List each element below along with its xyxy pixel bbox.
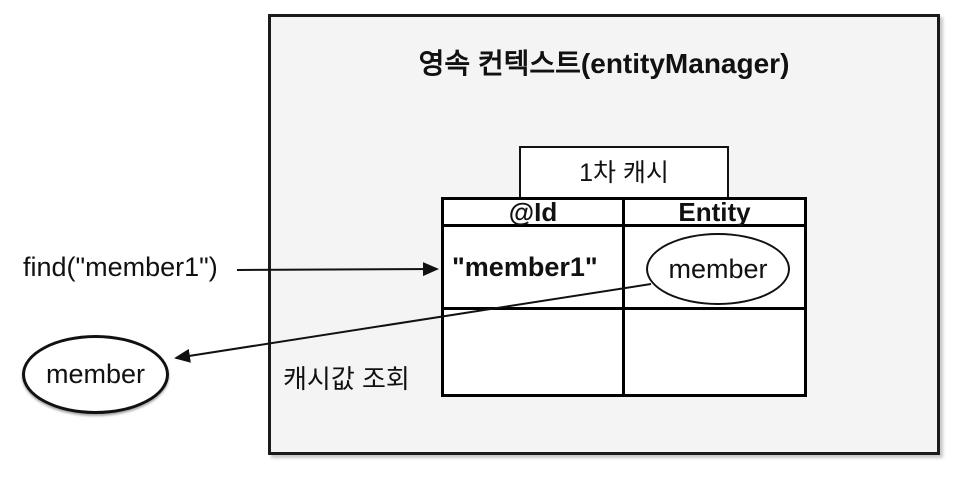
table-cell-id-row2 [444,310,625,394]
table-cell-entity-row2 [625,310,804,394]
first-level-cache-box: 1차 캐시 [519,146,729,202]
entity-ellipse: member [646,233,790,305]
find-call-label: find("member1") [23,252,218,282]
table-header-id: @Id [444,197,625,227]
first-level-cache-label: 1차 캐시 [579,159,669,187]
table-cell-id-row1: "member1" [444,227,625,310]
table-cell-entity-row1 [625,227,804,310]
entity-ellipse-label: member [668,253,768,284]
cache-lookup-label: 캐시값 조회 [283,364,410,394]
persistence-context-title: 영속 컨텍스트(entityManager) [418,48,790,79]
cache-table: @Id Entity "member1" [441,197,807,397]
table-header-entity: Entity [625,197,804,227]
returned-entity-label: member [45,359,146,389]
returned-entity-ellipse: member [22,335,169,414]
